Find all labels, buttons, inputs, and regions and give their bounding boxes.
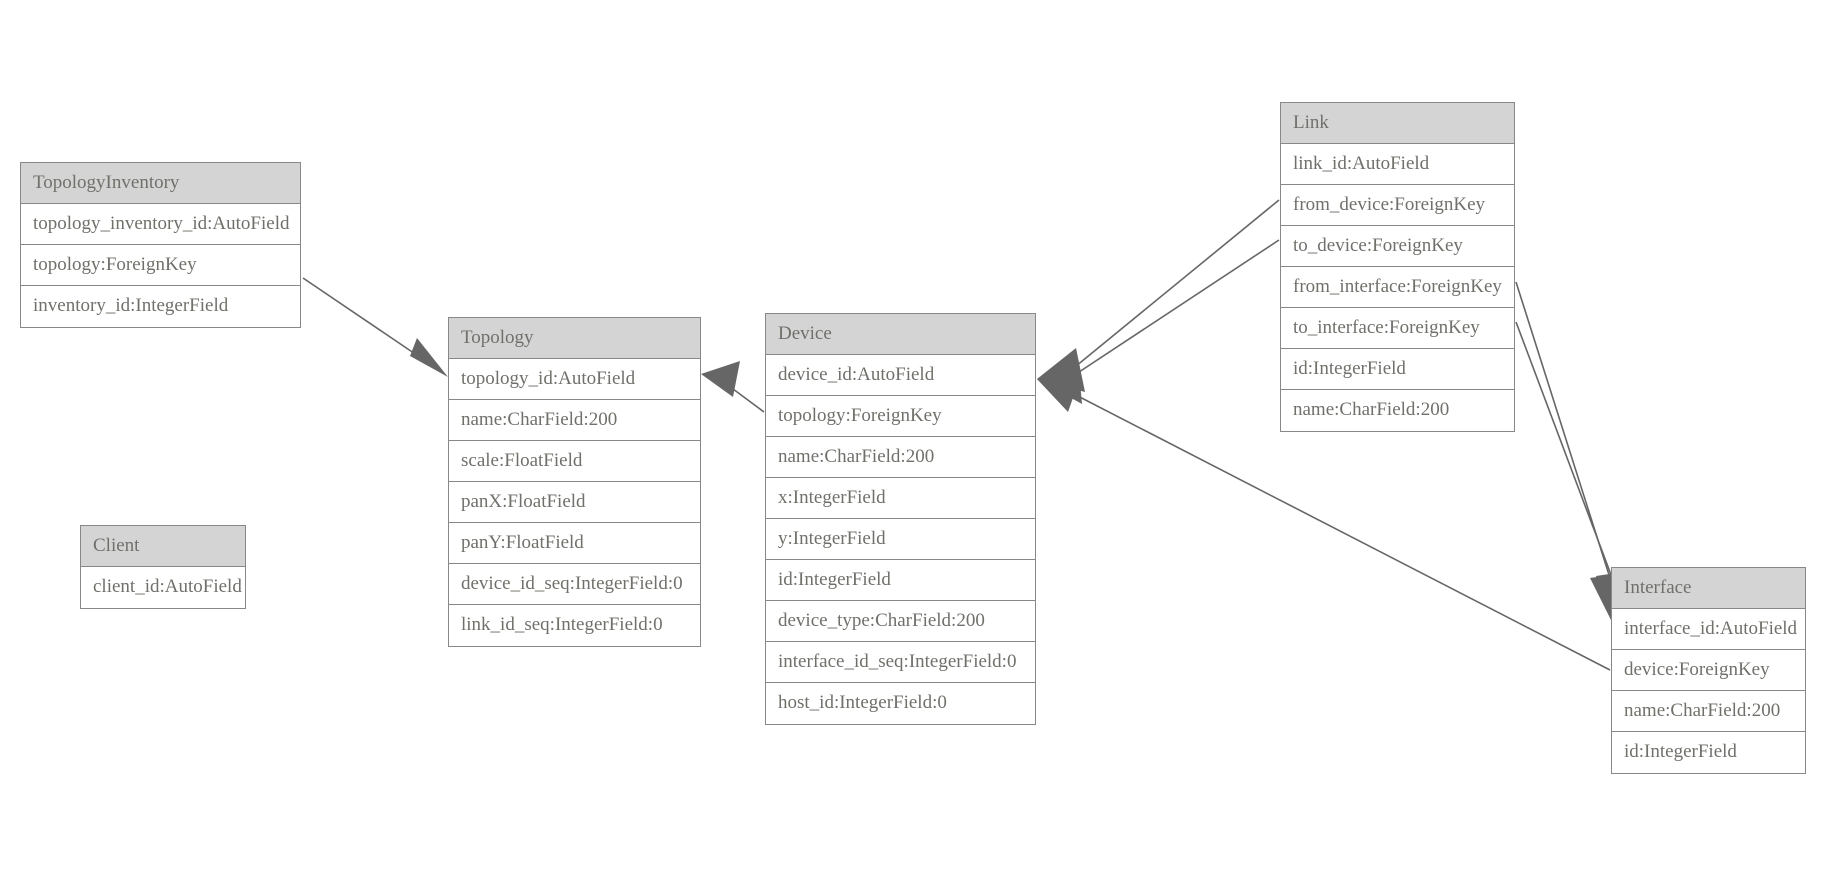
relation-link-from-device (1037, 199, 1280, 392)
entity-field-row[interactable]: topology:ForeignKey (766, 396, 1035, 437)
entity-field-row[interactable]: host_id:IntegerField:0 (766, 683, 1035, 724)
entity-field-row[interactable]: id:IntegerField (1612, 732, 1805, 773)
entity-field-row[interactable]: name:CharField:200 (1612, 691, 1805, 732)
entity-title-interface: Interface (1612, 568, 1805, 609)
relation-arrowhead-icon (1037, 360, 1082, 404)
relation-arrowhead-icon (410, 338, 448, 377)
entity-field-row[interactable]: panX:FloatField (449, 482, 700, 523)
entity-field-row[interactable]: to_device:ForeignKey (1281, 226, 1514, 267)
relation-topologyinventory-topology (302, 277, 448, 377)
entity-field-row[interactable]: device_id_seq:IntegerField:0 (449, 564, 700, 605)
relation-link-to-device (1037, 239, 1280, 404)
entity-field-row[interactable]: topology:ForeignKey (21, 245, 300, 286)
entity-field-row[interactable]: topology_id:AutoField (449, 359, 700, 400)
relation-line (1515, 281, 1618, 601)
entity-field-row[interactable]: inventory_id:IntegerField (21, 286, 300, 327)
entity-title-client: Client (81, 526, 245, 567)
entity-field-row[interactable]: interface_id_seq:IntegerField:0 (766, 642, 1035, 683)
entity-field-row[interactable]: topology_inventory_id:AutoField (21, 204, 300, 245)
relation-arrowhead-icon (1037, 348, 1085, 392)
entity-field-row[interactable]: device_id:AutoField (766, 355, 1035, 396)
entity-title-device: Device (766, 314, 1035, 355)
relation-line (1069, 199, 1280, 372)
entity-field-row[interactable]: interface_id:AutoField (1612, 609, 1805, 650)
entity-field-row[interactable]: y:IntegerField (766, 519, 1035, 560)
entity-field-row[interactable]: name:CharField:200 (1281, 390, 1514, 431)
entity-field-row[interactable]: scale:FloatField (449, 441, 700, 482)
entity-field-row[interactable]: from_device:ForeignKey (1281, 185, 1514, 226)
entity-title-topology_inventory: TopologyInventory (21, 163, 300, 204)
relation-device-topology (701, 361, 765, 413)
entity-field-row[interactable]: device:ForeignKey (1612, 650, 1805, 691)
entity-field-row[interactable]: device_type:CharField:200 (766, 601, 1035, 642)
entity-field-row[interactable]: link_id:AutoField (1281, 144, 1514, 185)
entity-field-row[interactable]: name:CharField:200 (766, 437, 1035, 478)
relation-arrowhead-icon (701, 361, 740, 397)
entity-field-row[interactable]: panY:FloatField (449, 523, 700, 564)
entity-title-topology: Topology (449, 318, 700, 359)
entity-field-row[interactable]: id:IntegerField (766, 560, 1035, 601)
relation-line (1069, 391, 1611, 671)
relation-line (1515, 321, 1623, 605)
relation-line (724, 382, 765, 413)
relation-arrowhead-icon (1037, 378, 1080, 412)
entity-field-row[interactable]: to_interface:ForeignKey (1281, 308, 1514, 349)
entity-field-row[interactable]: link_id_seq:IntegerField:0 (449, 605, 700, 646)
relation-line (1069, 239, 1280, 379)
relation-line (302, 277, 428, 363)
entity-field-row[interactable]: x:IntegerField (766, 478, 1035, 519)
entity-field-row[interactable]: client_id:AutoField (81, 567, 245, 608)
entity-field-row[interactable]: from_interface:ForeignKey (1281, 267, 1514, 308)
entity-field-row[interactable]: name:CharField:200 (449, 400, 700, 441)
entity-title-link: Link (1281, 103, 1514, 144)
entity-field-row[interactable]: id:IntegerField (1281, 349, 1514, 390)
